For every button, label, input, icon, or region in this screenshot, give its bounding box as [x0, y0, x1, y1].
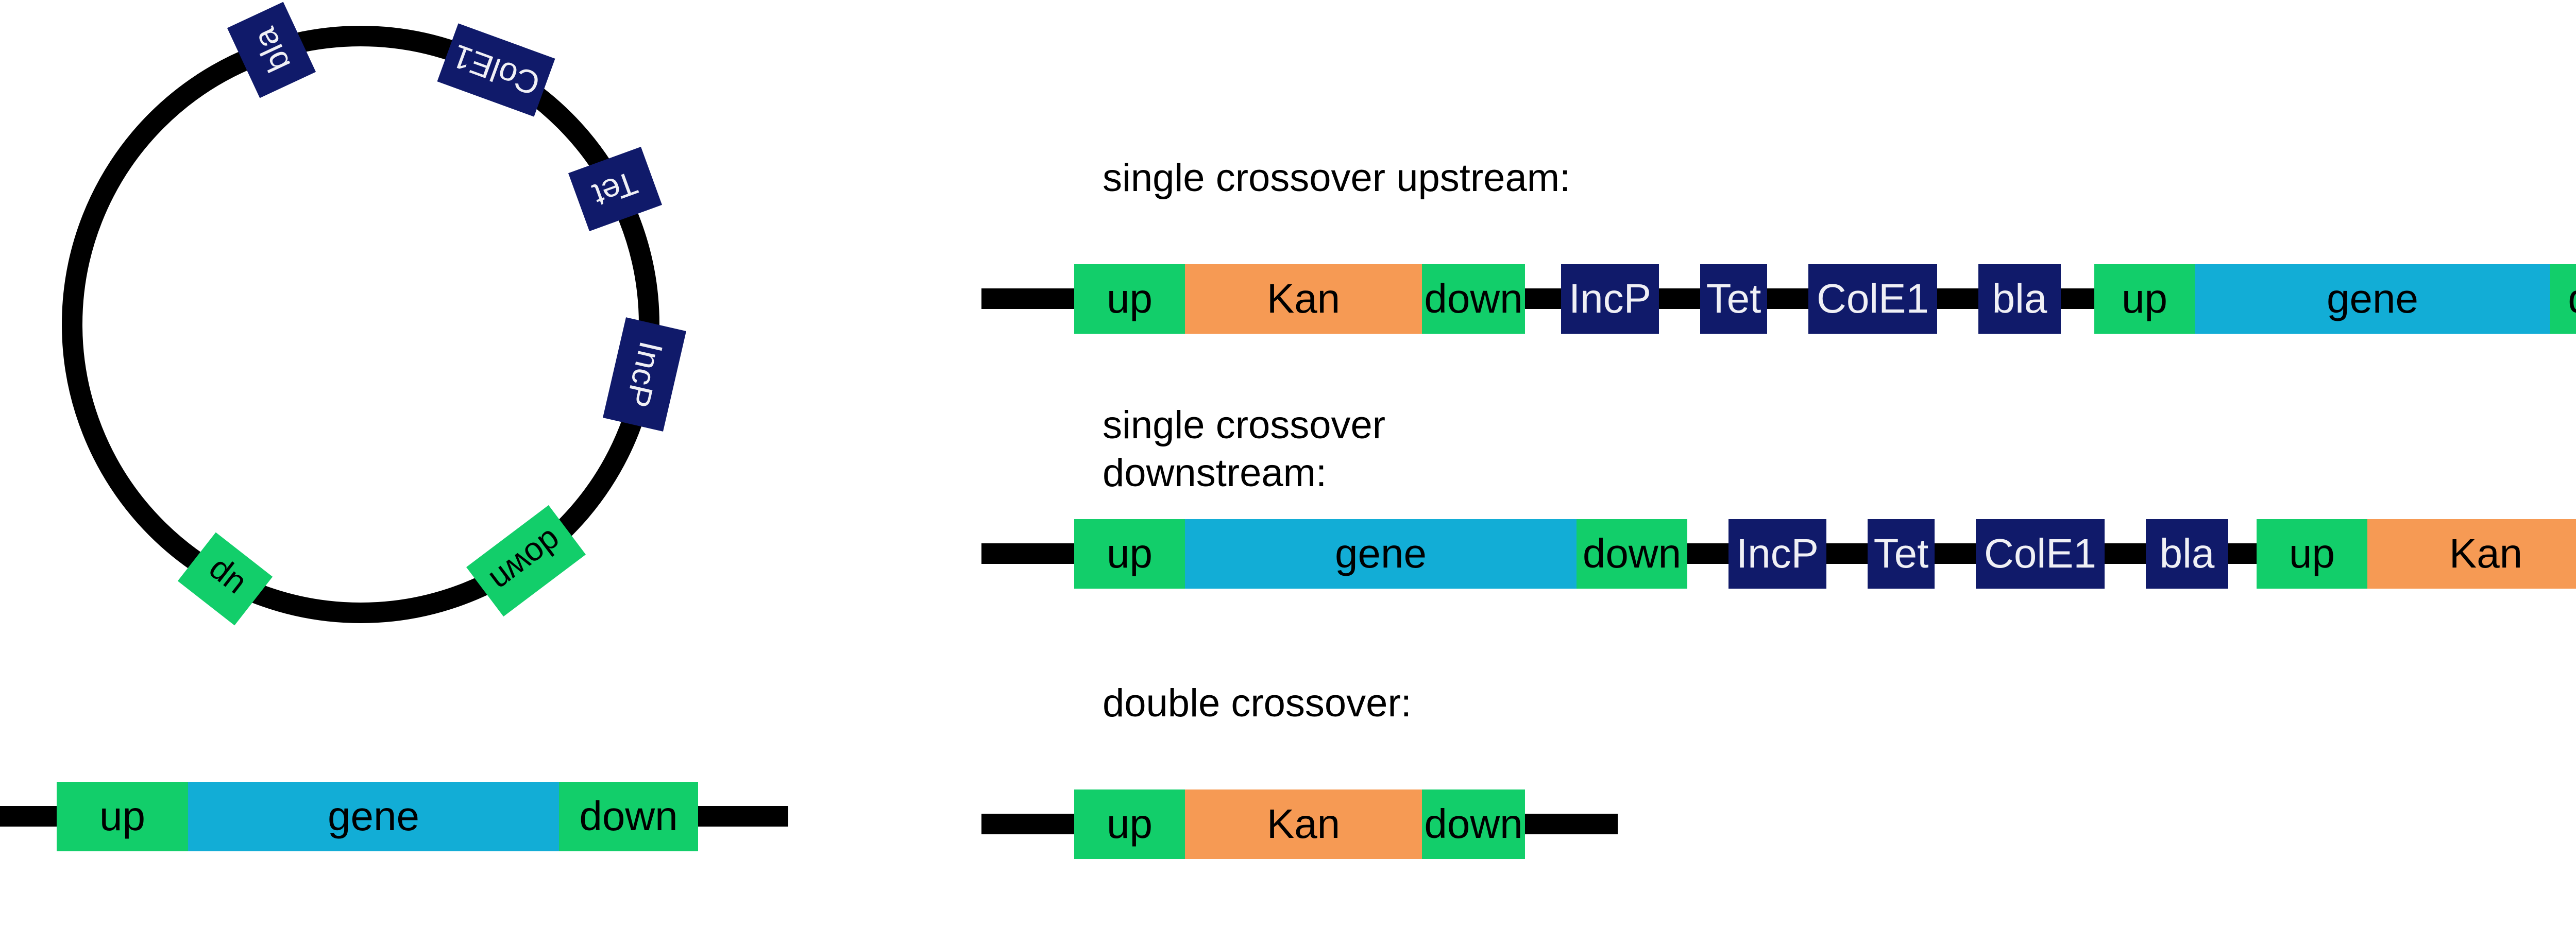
segment-bla: bla [1978, 264, 2061, 334]
segment-label: down [579, 793, 678, 839]
segment-label: up [1107, 276, 1153, 321]
segment-down: down [1577, 519, 1687, 589]
segment-bla: bla [2146, 519, 2228, 589]
segment-label: down [1424, 276, 1523, 321]
segment-gene: gene [2195, 264, 2550, 334]
segment-label: up [99, 793, 145, 839]
segment-label: ColE1 [1817, 276, 1929, 321]
segment-gene: gene [1185, 519, 1577, 589]
segment-label: gene [328, 793, 419, 839]
segment-label: Kan [1266, 276, 1341, 321]
segment-incp: IncP [1728, 519, 1826, 589]
segment-up: up [2257, 519, 2367, 589]
construct-clip: up Kan down IncP Tet ColE1 bla up gene down [0, 196, 2576, 402]
segment-down: down [2550, 264, 2576, 334]
segment-label: bla [1992, 276, 2047, 321]
segment-kan: Kan [1185, 264, 1422, 334]
segment-incp: IncP [1561, 264, 1659, 334]
segment-label: bla [2159, 530, 2215, 576]
construct-clip: up Kan down [0, 721, 1628, 927]
outcome-single-crossover-upstream: single crossover upstream: up Kan down IncP T… [0, 156, 2576, 402]
genomic-locus-construct: up gene down [0, 781, 788, 851]
segment-label: down [2568, 278, 2576, 319]
segment-label: up [1107, 530, 1153, 576]
outcome-title: double crossover: [1103, 681, 1412, 725]
segment-label: up [2122, 276, 2167, 321]
segment-label: up [2289, 530, 2335, 576]
construct-clip: upgenedownIncPTetColE1blaupKandown [0, 451, 2576, 657]
segment-label: Tet [1873, 530, 1929, 576]
segment-label: IncP [1736, 530, 1819, 576]
segment-kan: Kan [1185, 789, 1422, 859]
segment-label: Kan [2449, 530, 2523, 576]
segment-label: IncP [1568, 276, 1652, 321]
segment-label: gene [1335, 530, 1427, 576]
segment-label: ColE1 [1984, 530, 2096, 576]
outcome-single-crossover-downstream: single crossover downstream: up gene down In… [0, 403, 2576, 657]
outcome-title: single crossover upstream: [1103, 156, 1571, 200]
segment-up: up [57, 781, 188, 851]
segment-up: up [1074, 789, 1185, 859]
segment-down: down [1422, 789, 1525, 859]
segment-up: up [2094, 264, 2195, 334]
segment-gene: gene [188, 781, 559, 851]
segment-cole1: ColE1 [1976, 519, 2105, 589]
segment-label: down [1424, 801, 1523, 847]
segment-up: up [1074, 519, 1185, 589]
outcome-double-crossover: double crossover: up Kan down [981, 681, 1618, 859]
segment-down: down [1422, 264, 1525, 334]
construct-clip: up gene down [0, 713, 804, 919]
segment-label: gene [2327, 276, 2418, 321]
segment-tet: Tet [1700, 264, 1767, 334]
segment-down: down [559, 781, 698, 851]
segment-label: up [1107, 801, 1153, 847]
segment-up: up [1074, 264, 1185, 334]
outcome-title: single crossover downstream: [1103, 403, 1386, 495]
segment-kan: Kan [2367, 519, 2576, 589]
segment-label: down [1582, 530, 1682, 576]
segment-cole1: ColE1 [1808, 264, 1937, 334]
segment-tet: Tet [1868, 519, 1935, 589]
segment-label: Tet [1706, 276, 1761, 321]
segment-label: Kan [1266, 801, 1341, 847]
